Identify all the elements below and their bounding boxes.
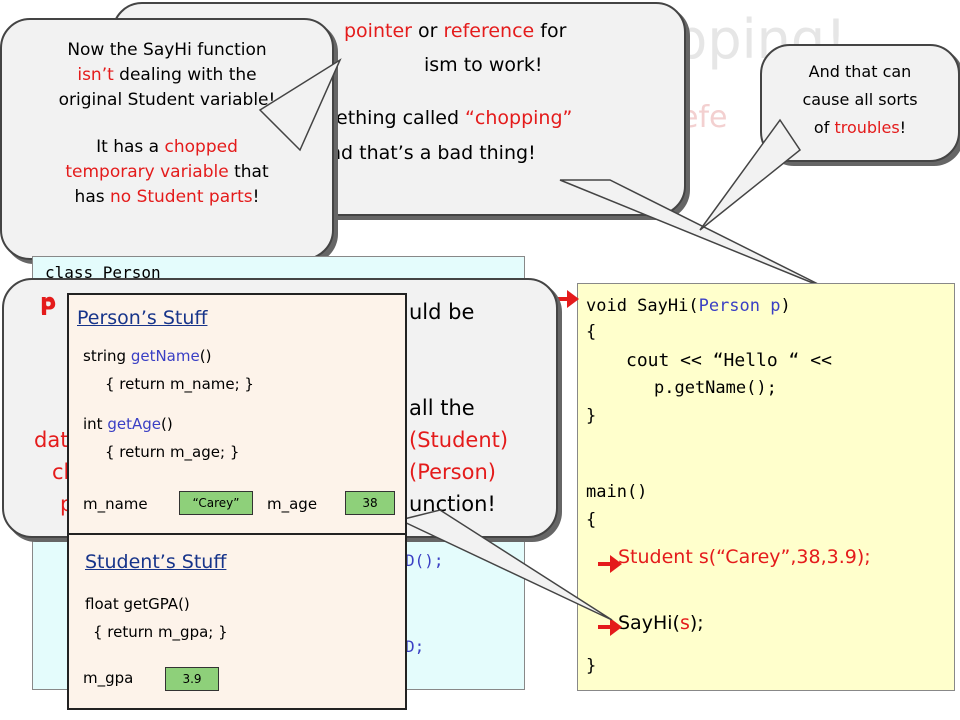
getname-signature: string getName() [83, 347, 211, 365]
callout-right-l2: cause all sorts [802, 90, 918, 109]
code-left-line1: class Person [45, 263, 161, 282]
method-name: getAge [107, 415, 161, 433]
callout-top-line1: pointer or reference for [344, 20, 566, 42]
isnt-word: isn’t [77, 65, 114, 85]
m-gpa-label: m_gpa [83, 669, 134, 687]
callout-left-l1: Now the SayHi function [67, 40, 267, 60]
callout-mid-p: p [40, 290, 56, 315]
text: int [83, 415, 108, 433]
callout-mid-r1: uld be [409, 300, 475, 324]
callout-mid-r4: (Person) [409, 460, 496, 484]
text: for [534, 20, 567, 42]
code-left-frag1: D(); [405, 551, 444, 570]
callout-mid-r3: (Student) [409, 428, 509, 452]
callout-right-tail [699, 118, 802, 231]
code-panel-right: void SayHi(Person p) { cout << “Hello “ … [577, 283, 955, 691]
callout-mid-r5: unction! [409, 492, 496, 516]
getgpa-body: { return m_gpa; } [93, 623, 228, 641]
callout-left: Now the SayHi function isn’t dealing wit… [0, 18, 334, 260]
text: ); [689, 612, 704, 634]
arrow-student-decl [598, 555, 622, 573]
pointer-word: pointer [344, 20, 412, 42]
text: string [83, 347, 131, 365]
arg-s: s [679, 612, 690, 634]
callout-left-l2: isn’t dealing with the [2, 63, 332, 88]
method-name: getName [130, 347, 200, 365]
code-right-line7: { [586, 510, 597, 530]
code-type: Person [698, 296, 761, 316]
callout-left-l6: has no Student parts! [2, 185, 332, 210]
text: SayHi( [618, 612, 680, 634]
code-right-line10: } [586, 656, 597, 676]
callout-top-tail [559, 179, 831, 291]
object-divider [69, 533, 405, 535]
code-right-line2: { [586, 322, 597, 342]
code-right-line1: void SayHi(Person p) [586, 296, 791, 316]
callout-mid-p2: P [40, 296, 57, 321]
text: ! [252, 187, 260, 207]
chopped-word: chopped [164, 137, 238, 157]
no-student-parts-words: no Student parts [110, 187, 253, 207]
student-object-box: Person’s Stuff string getName() { return… [67, 293, 407, 710]
code-right-line3: cout << “Hello “ << [626, 350, 832, 371]
getname-body: { return m_name; } [105, 375, 254, 393]
troubles-word: troubles [834, 118, 900, 137]
code-right-line8: Student s(“Carey”,38,3.9); [618, 546, 871, 568]
student-stuff-title: Student’s Stuff [85, 551, 227, 573]
text: has [74, 187, 110, 207]
callout-top-line3: ething called “chopping” [336, 107, 572, 129]
text: ! [899, 118, 907, 137]
callout-top-line4: nd that’s a bad thing! [329, 142, 536, 164]
code-param: p [770, 296, 781, 316]
text: ething called [336, 107, 466, 129]
callout-top-line2: ism to work! [424, 54, 543, 76]
getage-signature: int getAge() [83, 415, 173, 433]
callout-left-l3: original Student variable! [58, 90, 276, 110]
text: of [813, 118, 835, 137]
m-gpa-value: 3.9 [165, 667, 219, 691]
callout-mid-l3: dat [34, 428, 69, 452]
callout-right-l1: And that can [808, 62, 912, 81]
slide-subtitle-fragment: efe [680, 100, 728, 135]
code-right-line4: p.getName(); [654, 378, 777, 398]
text: or [411, 20, 444, 42]
arrow-sayhi-call [598, 618, 622, 636]
chopping-word: “chopping” [465, 107, 573, 129]
m-age-label: m_age [267, 495, 318, 513]
text: dealing with the [113, 65, 257, 85]
code-right-line6: main() [586, 482, 648, 502]
callout-left-l5: temporary variable that [2, 160, 332, 185]
getgpa-signature: float getGPA() [85, 595, 190, 613]
callout-right-l3: of troubles! [762, 114, 958, 142]
text: () [160, 415, 173, 433]
code-right-line9: SayHi(s); [618, 612, 704, 634]
m-name-label: m_name [83, 495, 148, 513]
arrow-sayhi-def [545, 290, 579, 308]
temp-var-words: temporary variable [65, 162, 229, 182]
text: that [228, 162, 269, 182]
callout-mid-tail [397, 509, 613, 621]
m-age-value: 38 [345, 491, 395, 515]
text: () [199, 347, 212, 365]
callout-mid-r2: all the [409, 396, 475, 420]
callout-left-tail [258, 58, 342, 152]
getage-body: { return m_age; } [105, 443, 240, 461]
code-right-line5: } [586, 406, 597, 426]
code-punct: ) [780, 296, 791, 316]
callout-left-l4: It has a chopped [2, 135, 332, 160]
code-left-frag2: D; [405, 637, 425, 656]
code-keyword: void SayHi( [586, 296, 699, 316]
reference-word: reference [443, 20, 535, 42]
m-name-value: “Carey” [179, 491, 253, 515]
text: It has a [96, 137, 165, 157]
person-stuff-title: Person’s Stuff [77, 307, 208, 329]
